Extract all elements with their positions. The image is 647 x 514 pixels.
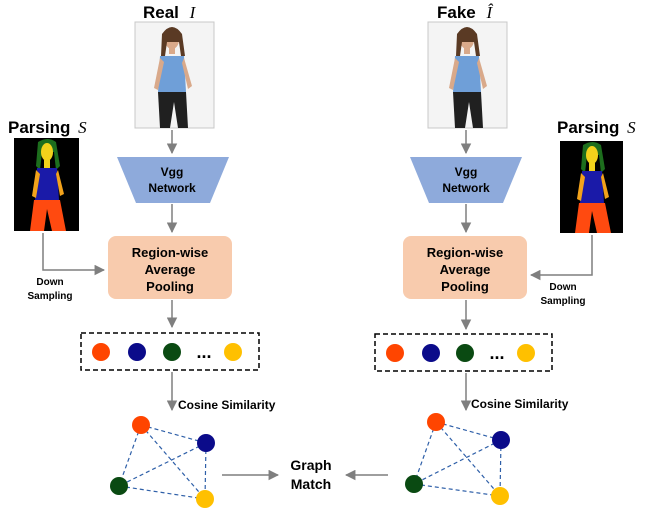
real-symbol: I bbox=[189, 3, 197, 22]
left-feature-orange bbox=[92, 343, 110, 361]
left-parsing-title: Parsing S bbox=[8, 118, 87, 137]
right-graph bbox=[405, 413, 510, 505]
right-pool-line2: Average bbox=[440, 262, 491, 277]
real-person-photo bbox=[134, 21, 215, 129]
real-label: Real bbox=[143, 3, 179, 22]
left-parsing-symbol: S bbox=[78, 118, 87, 137]
right-down-line2: Sampling bbox=[540, 296, 585, 307]
right-feature-yellow bbox=[517, 344, 535, 362]
left-graph bbox=[110, 416, 215, 508]
graph-match: Graph Match bbox=[222, 457, 388, 492]
fake-person-photo bbox=[427, 21, 508, 129]
left-ellipsis: ... bbox=[196, 342, 211, 362]
left-graph-node-yellow bbox=[196, 490, 214, 508]
right-branch: Fake Î Parsing S bbox=[374, 3, 636, 505]
right-feature-green bbox=[456, 344, 474, 362]
fake-label: Fake bbox=[437, 3, 476, 22]
left-cosine-label: Cosine Similarity bbox=[178, 398, 276, 412]
right-pool-line1: Region-wise bbox=[427, 245, 504, 260]
left-network-line2: Network bbox=[148, 181, 196, 195]
right-parsing-map bbox=[560, 141, 623, 233]
left-down-line2: Sampling bbox=[27, 291, 72, 302]
left-branch: Real I Parsing S bbox=[8, 3, 276, 508]
right-feature-orange bbox=[386, 344, 404, 362]
left-down-line1: Down bbox=[36, 277, 63, 288]
right-feature-navy bbox=[422, 344, 440, 362]
fake-image-title: Fake Î bbox=[437, 3, 493, 22]
left-parsing-label: Parsing bbox=[8, 118, 70, 137]
right-parsing-label: Parsing bbox=[557, 118, 619, 137]
left-feature-green bbox=[163, 343, 181, 361]
left-pool-line2: Average bbox=[145, 262, 196, 277]
left-vgg-network bbox=[117, 157, 229, 203]
graph-match-line2: Match bbox=[291, 476, 331, 492]
right-region-pooling bbox=[403, 236, 527, 299]
left-graph-node-navy bbox=[197, 434, 215, 452]
left-feature-yellow bbox=[224, 343, 242, 361]
right-ellipsis: ... bbox=[489, 343, 504, 363]
left-feature-vector bbox=[80, 332, 260, 371]
left-pool-line1: Region-wise bbox=[132, 245, 209, 260]
left-region-pooling bbox=[108, 236, 232, 299]
right-parsing-title: Parsing S bbox=[557, 118, 636, 137]
left-pool-line3: Pooling bbox=[146, 279, 194, 294]
right-down-line1: Down bbox=[549, 282, 576, 293]
left-graph-node-orange bbox=[132, 416, 150, 434]
real-image-title: Real I bbox=[143, 3, 197, 22]
right-graph-node-yellow bbox=[491, 487, 509, 505]
right-network-line1: Vgg bbox=[455, 165, 478, 179]
right-pool-line3: Pooling bbox=[441, 279, 489, 294]
graph-match-line1: Graph bbox=[290, 457, 331, 473]
left-network-line1: Vgg bbox=[161, 165, 184, 179]
left-feature-navy bbox=[128, 343, 146, 361]
right-parsing-symbol: S bbox=[627, 118, 636, 137]
right-graph-node-green bbox=[405, 475, 423, 493]
right-network-line2: Network bbox=[442, 181, 490, 195]
right-feature-vector bbox=[374, 333, 553, 372]
right-graph-node-orange bbox=[427, 413, 445, 431]
left-parsing-map bbox=[14, 138, 79, 231]
right-graph-node-navy bbox=[492, 431, 510, 449]
fake-symbol: Î bbox=[485, 3, 493, 22]
left-graph-node-green bbox=[110, 477, 128, 495]
right-cosine-label: Cosine Similarity bbox=[471, 397, 569, 411]
right-vgg-network bbox=[410, 157, 522, 203]
